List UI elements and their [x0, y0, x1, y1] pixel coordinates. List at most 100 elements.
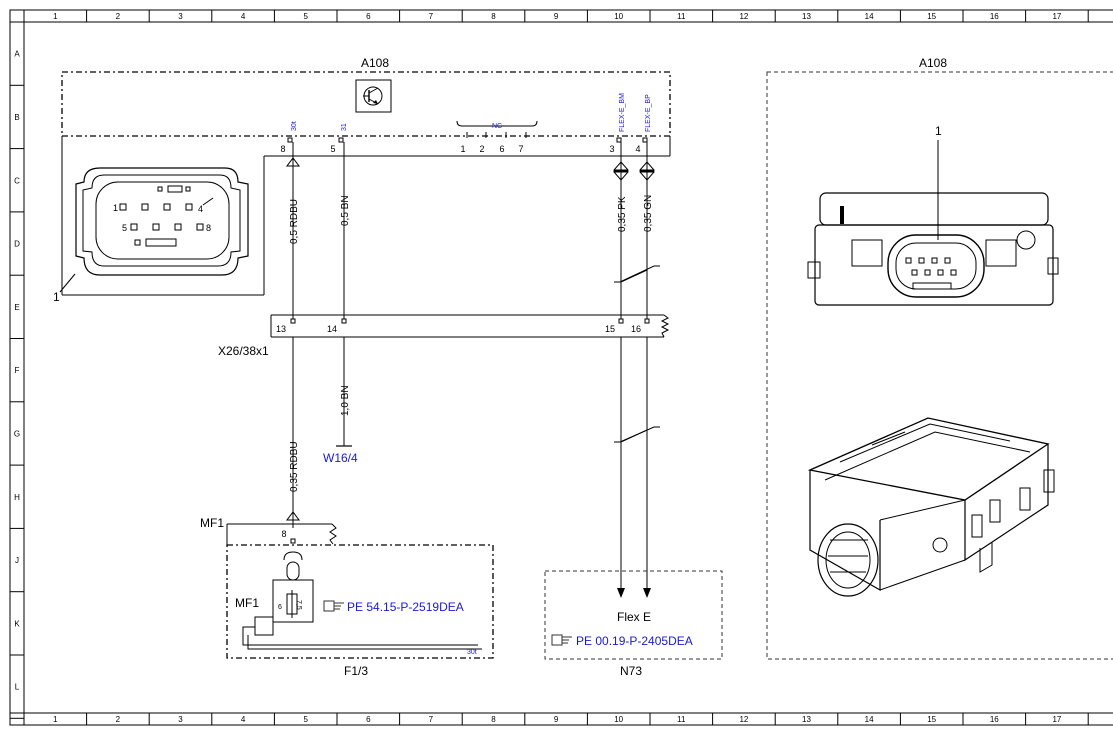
- svg-text:4: 4: [635, 144, 640, 154]
- column-label: 4: [241, 715, 246, 724]
- svg-text:5: 5: [122, 223, 127, 233]
- svg-text:7,5: 7,5: [295, 600, 302, 610]
- photo-callout: 1: [935, 124, 942, 138]
- svg-text:1: 1: [460, 144, 465, 154]
- svg-text:8: 8: [280, 144, 285, 154]
- svg-text:1: 1: [113, 203, 118, 213]
- module-front-photo: [807, 192, 1059, 306]
- fuse-ref[interactable]: PE 54.15-P-2519DEA: [323, 600, 464, 614]
- svg-text:6: 6: [278, 604, 282, 611]
- column-label: 15: [927, 715, 936, 724]
- connector-callout: 1: [53, 273, 76, 304]
- module-pin-3: 3 FLEX-E_BM: [609, 93, 626, 156]
- svg-text:7: 7: [518, 144, 523, 154]
- column-label: 4: [241, 12, 246, 21]
- svg-text:0,35 PK: 0,35 PK: [617, 196, 628, 232]
- pointing-hand-icon: [551, 634, 572, 646]
- column-label: 8: [491, 715, 496, 724]
- fuse-mf1-top: MF1: [200, 516, 224, 530]
- svg-text:0,5 RDBU: 0,5 RDBU: [289, 199, 300, 244]
- column-label: 6: [366, 12, 371, 21]
- svg-text:13: 13: [276, 324, 286, 334]
- column-label: 3: [178, 715, 183, 724]
- row-label: J: [15, 556, 19, 565]
- wire-rdbu-lower: 0,35 RDBU: [286, 337, 300, 528]
- fuse-mf1-inner: MF1: [235, 596, 259, 610]
- row-label: G: [14, 429, 20, 438]
- column-label: 8: [491, 12, 496, 21]
- row-label: L: [15, 683, 20, 692]
- module-pin-4: 4 FLEX-E_BP: [635, 94, 652, 156]
- svg-text:15: 15: [605, 324, 615, 334]
- svg-text:8: 8: [206, 223, 211, 233]
- column-label: 3: [178, 12, 183, 21]
- column-label: 10: [614, 12, 623, 21]
- column-label: 6: [366, 715, 371, 724]
- row-label: K: [14, 619, 20, 628]
- svg-text:3: 3: [609, 144, 614, 154]
- svg-text:16: 16: [631, 324, 641, 334]
- column-label: 14: [865, 12, 874, 21]
- row-label: B: [14, 113, 19, 122]
- n73-ref[interactable]: PE 00.19-P-2405DEA: [551, 634, 693, 648]
- column-label: 15: [927, 12, 936, 21]
- column-label: 16: [990, 715, 999, 724]
- column-label: 5: [303, 715, 308, 724]
- svg-text:8: 8: [281, 529, 286, 539]
- svg-text:PE 54.15-P-2519DEA: PE 54.15-P-2519DEA: [347, 600, 464, 614]
- row-label: D: [14, 240, 20, 249]
- row-label: E: [14, 303, 19, 312]
- svg-text:5: 5: [330, 144, 335, 154]
- ground-point-w16: W16/4: [323, 451, 358, 465]
- column-label: 9: [554, 715, 559, 724]
- n73-title: Flex E: [617, 610, 651, 624]
- connector-x26-name: X26/38x1: [218, 344, 269, 358]
- fuse-signal-30t: 30t: [467, 649, 477, 656]
- svg-text:PE 00.19-P-2405DEA: PE 00.19-P-2405DEA: [576, 634, 693, 648]
- row-label: F: [15, 366, 20, 375]
- column-label: 10: [614, 715, 623, 724]
- module-box: [61, 71, 671, 296]
- signal-31: 31: [341, 123, 348, 131]
- svg-text:NC: NC: [492, 123, 502, 130]
- signal-flex-bm: FLEX-E_BM: [619, 93, 626, 132]
- svg-text:1,0 BN: 1,0 BN: [340, 385, 351, 416]
- fuse-icon: 6 7,5: [242, 551, 482, 650]
- column-label: 1: [53, 715, 58, 724]
- column-label: 12: [739, 12, 748, 21]
- signal-30t: 30t: [291, 121, 298, 131]
- module-pin-5: 5 31: [330, 123, 348, 156]
- svg-text:14: 14: [327, 324, 337, 334]
- drawing-frame: [9, 9, 1113, 726]
- column-label: 14: [865, 715, 874, 724]
- column-label: 16: [990, 12, 999, 21]
- column-label: 11: [677, 715, 686, 724]
- n73-box: [544, 570, 723, 660]
- row-label: H: [14, 493, 20, 502]
- row-label: C: [14, 176, 20, 185]
- wire-gn: 0,35 GN: [614, 156, 660, 320]
- photo-panel: [766, 71, 1113, 660]
- column-label: 13: [802, 715, 811, 724]
- svg-text:4: 4: [198, 204, 203, 214]
- wire-bn-lower: 1,0 BN: [336, 337, 352, 447]
- module-connector-icon: 1 4 5 8: [75, 167, 249, 276]
- svg-text:0,35 GN: 0,35 GN: [643, 195, 654, 232]
- fuse-box: [226, 544, 494, 659]
- column-label: 12: [739, 715, 748, 724]
- column-label: 9: [554, 12, 559, 21]
- svg-text:1: 1: [53, 290, 60, 304]
- column-label: 7: [429, 12, 434, 21]
- wire-pk-lower: [617, 337, 625, 598]
- column-label: 11: [677, 12, 686, 21]
- module-name-right: A108: [919, 56, 947, 70]
- svg-text:6: 6: [499, 144, 504, 154]
- row-label: A: [14, 50, 20, 59]
- transistor-icon: [355, 79, 392, 113]
- wire-gn-lower: [614, 337, 660, 598]
- row-ruler-left: A B C D E F G H J K L: [10, 50, 24, 719]
- connector-x26: 13 14 15 16: [270, 314, 670, 338]
